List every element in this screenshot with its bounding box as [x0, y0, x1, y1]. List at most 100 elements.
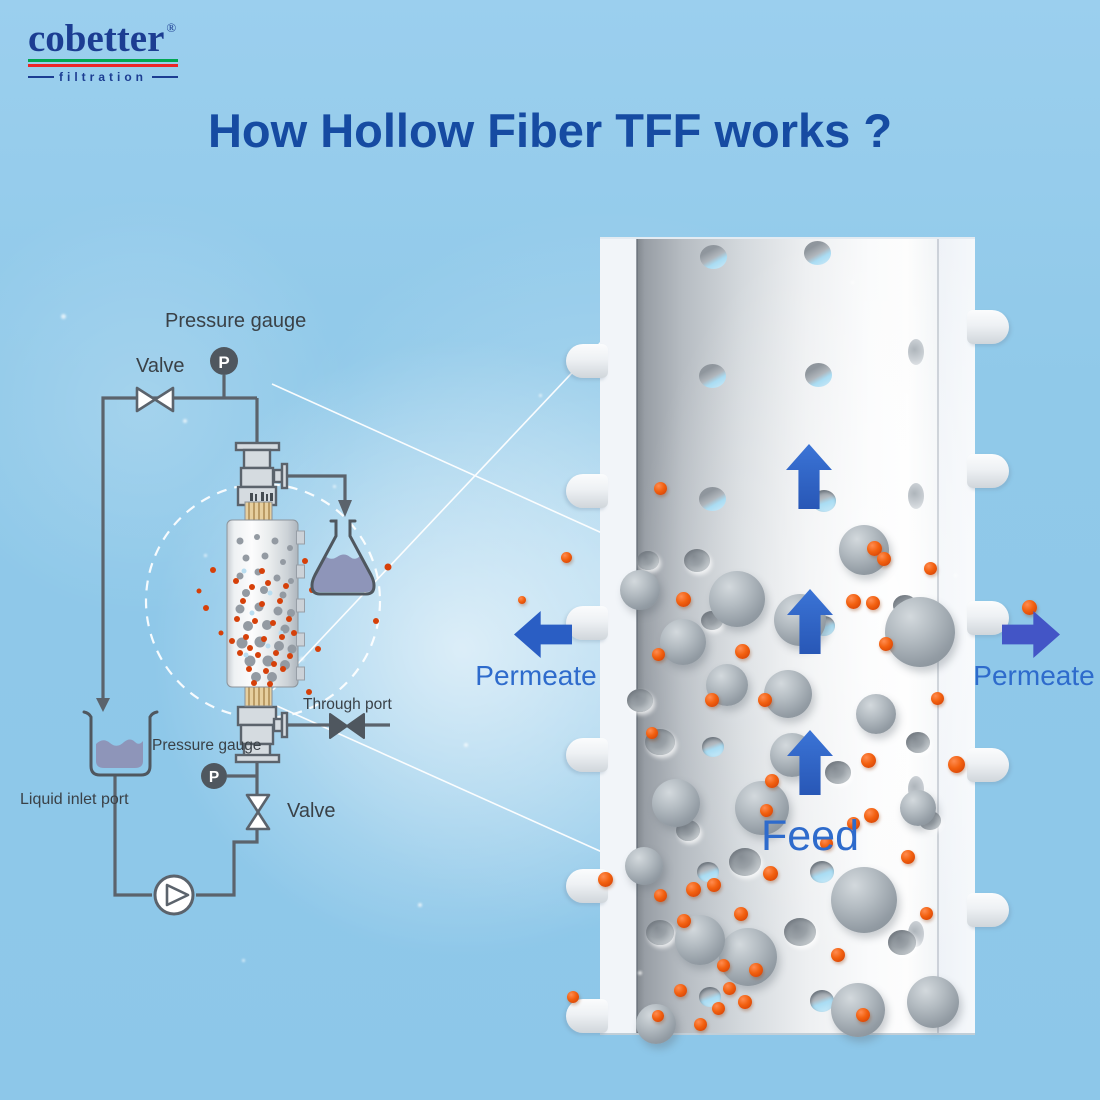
escaped-particle: [302, 558, 308, 564]
fiber-end-ticks: [250, 492, 273, 501]
cartridge-side-tabs: [296, 530, 305, 681]
permeate-particle: [738, 995, 752, 1009]
permeate-particle: [749, 963, 763, 977]
cartridge-particle: [249, 584, 255, 590]
cartridge-pore: [267, 672, 277, 682]
label-pressure-gauge-bottom: Pressure gauge: [152, 737, 261, 754]
arrow-into-flask: [338, 500, 352, 517]
permeate-particle: [734, 907, 748, 921]
arrow-into-tank: [96, 698, 110, 712]
cartridge-pore: [280, 559, 286, 565]
pressure-gauge-top: P: [210, 347, 238, 375]
hollow-fiber-wall-zoom-panel: [566, 237, 1009, 1044]
permeate-particle: [856, 1008, 870, 1022]
pore-channel-right: [967, 601, 1009, 635]
permeate-particle: [722, 981, 736, 995]
retained-molecule-sphere: [770, 733, 814, 777]
retained-molecule-sphere: [839, 525, 889, 575]
pore-channel-left: [566, 606, 608, 640]
permeate-particle: [675, 591, 691, 607]
cartridge-particle: [286, 616, 292, 622]
cartridge-pore: [242, 589, 250, 597]
hollow-fiber-cartridge: [196, 492, 392, 707]
logo-dash-right: [152, 76, 178, 78]
membrane-pore: [805, 363, 832, 387]
retained-molecule-sphere: [660, 619, 706, 665]
permeate-particle: [677, 914, 691, 928]
escaped-particle: [196, 588, 202, 594]
permeate-particle: [901, 850, 915, 864]
retained-molecule-sphere: [900, 790, 936, 826]
cartridge-pore: [236, 572, 244, 580]
retained-molecule-sphere: [764, 670, 812, 718]
pipes: [101, 375, 390, 897]
retained-molecule-sphere: [831, 867, 897, 933]
cartridge-particle: [270, 620, 276, 626]
cartridge-particle: [273, 650, 279, 656]
permeate-particle: [831, 948, 845, 962]
pore-channel-right: [967, 748, 1009, 782]
cartridge-particle: [263, 668, 269, 674]
cartridge-open-pore: [243, 652, 249, 658]
cartridge-bottom-fitting: [234, 705, 289, 764]
valve-top: [135, 386, 175, 413]
open-pore: [810, 861, 834, 884]
permeate-particle: [765, 774, 779, 788]
retained-molecule-sphere: [856, 694, 896, 734]
cartridge-open-pore: [241, 568, 247, 574]
cartridge-particle: [291, 630, 297, 636]
label-pressure-gauge-top: Pressure gauge: [165, 310, 306, 332]
logo-green-bar: [28, 59, 178, 62]
membrane-crater: [684, 549, 710, 572]
cartridge-open-pore: [265, 643, 271, 649]
cartridge-particle: [279, 634, 285, 640]
cartridge-pore: [273, 574, 281, 582]
permeate-particle: [930, 691, 944, 705]
cartridge-particle: [234, 616, 240, 622]
escaped-particle: [315, 646, 321, 652]
membrane-crater: [888, 930, 916, 955]
open-pore: [812, 490, 836, 513]
permeate-particle: [758, 693, 772, 707]
cobetter-logo: cobetter ® filtration: [28, 19, 198, 84]
registered-trademark-icon: ®: [166, 20, 177, 35]
cartridge-pore: [262, 655, 274, 667]
membrane-pore: [804, 241, 831, 265]
cartridge-pore: [243, 621, 253, 631]
permeate-particle: [716, 958, 730, 972]
retained-molecule-sphere: [709, 571, 765, 627]
cartridge-pore: [287, 644, 297, 654]
cartridge-pore: [242, 554, 250, 562]
permeate-particle: [919, 906, 933, 920]
permeate-particle: [705, 693, 719, 707]
escaped-particle: [384, 563, 392, 571]
cartridge-particle: [271, 661, 277, 667]
cartridge-pore: [288, 578, 294, 584]
membrane-crater: [784, 918, 816, 947]
permeate-particle: [866, 540, 882, 556]
permeate-particle: [877, 552, 891, 566]
membrane-crater: [906, 732, 930, 754]
membrane-crater: [646, 920, 674, 945]
open-pore: [810, 990, 834, 1013]
permeate-particle: [673, 983, 687, 997]
cartridge-pore: [254, 534, 260, 540]
membrane-crater: [627, 689, 653, 712]
cartridge-pore: [274, 641, 284, 651]
permeate-particle: [646, 727, 658, 739]
pore-channel-right: [967, 893, 1009, 927]
pore-channel-left: [566, 344, 608, 378]
cartridge-pore: [287, 609, 295, 617]
open-pore: [697, 862, 719, 883]
cartridge-pore: [260, 586, 268, 594]
membrane-pore: [699, 487, 726, 511]
cartridge-particle: [237, 650, 243, 656]
retained-molecule-sphere: [620, 570, 660, 610]
permeate-particle: [923, 561, 937, 575]
page-title: How Hollow Fiber TFF works ?: [207, 104, 893, 157]
logo-red-bar: [28, 64, 178, 67]
permeate-particle: [711, 1001, 725, 1015]
cartridge-pore: [251, 672, 261, 682]
retained-molecule-sphere: [625, 847, 663, 885]
